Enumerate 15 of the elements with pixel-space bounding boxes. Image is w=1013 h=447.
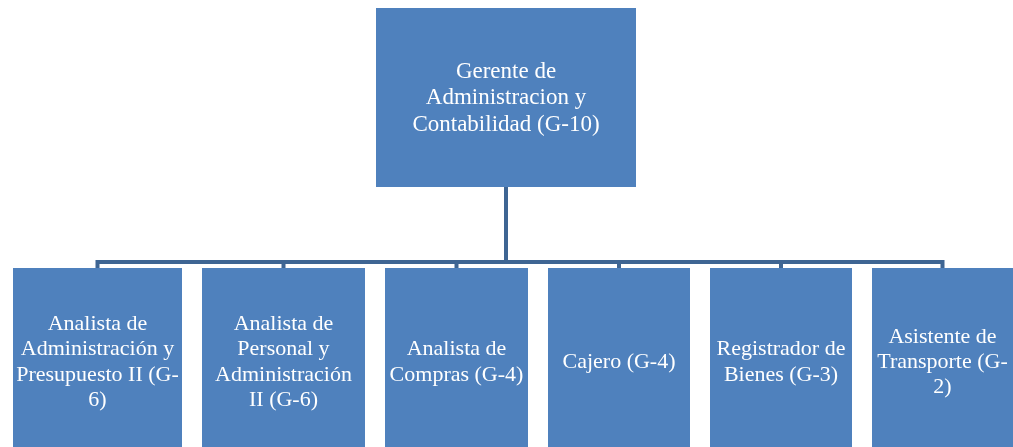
org-box <box>202 268 365 447</box>
connector-line <box>504 187 945 268</box>
position-title: Analista de Administración y Presupuesto II (G-6) <box>16 309 179 412</box>
org-box <box>710 268 852 447</box>
org-box <box>385 268 528 447</box>
position-title: Analista de Personal y Administración II (G-6) <box>214 309 353 412</box>
org-box <box>872 268 1013 447</box>
position-title: Asistente de Transporte (G-2) <box>876 322 1009 399</box>
position-title: Gerente de Administracion y Contabilidad (G-10) <box>411 57 601 138</box>
position-title: Cajero (G-4) <box>562 347 676 374</box>
org-box <box>13 268 182 447</box>
position-title: Analista de Compras (G-4) <box>388 335 525 386</box>
position-title: Registrador de Bienes (G-3) <box>715 335 847 386</box>
org-box <box>376 8 636 187</box>
org-box <box>548 268 690 447</box>
